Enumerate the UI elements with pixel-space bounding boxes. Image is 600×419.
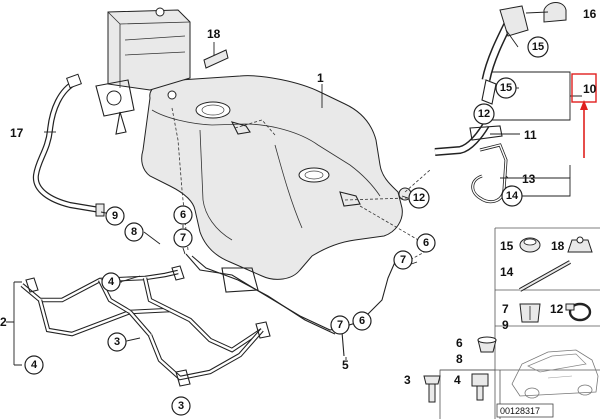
circled-labels: 9 8 6 7 4 4 3 3 7 6 7 6 12 15 15 12 14 — [24, 36, 549, 416]
legend-15: 15 — [500, 239, 514, 253]
label-10: 10 — [583, 82, 597, 96]
tank-frame — [20, 265, 271, 387]
label-14: 14 — [506, 190, 519, 202]
label-16: 16 — [583, 7, 597, 21]
label-8: 8 — [131, 226, 137, 238]
legend-14: 14 — [500, 265, 514, 279]
legend-bolt-3-icon — [423, 375, 441, 385]
parts-legend: 15 18 14 7 9 12 6 8 3 — [404, 227, 600, 419]
legend-nut-4-icon — [471, 373, 489, 387]
label-17: 17 — [10, 126, 24, 140]
label-7-left: 7 — [180, 232, 186, 244]
legend-18: 18 — [551, 239, 565, 253]
label-4-top: 4 — [108, 276, 115, 288]
label-11: 11 — [524, 128, 537, 142]
label-3-bottom: 3 — [178, 400, 184, 412]
legend-8: 8 — [456, 352, 463, 366]
fuel-lines — [185, 253, 396, 357]
pad-part-18 — [203, 49, 229, 69]
legend-hose-clamp-12-icon — [568, 302, 592, 322]
charcoal-canister — [95, 7, 191, 135]
label-13: 13 — [522, 172, 536, 186]
label-6-left: 6 — [180, 209, 186, 221]
fuel-tank — [141, 75, 403, 280]
label-9: 9 — [112, 210, 118, 222]
legend-12: 12 — [550, 302, 564, 316]
label-3-middle: 3 — [114, 336, 120, 348]
highlight-arrow — [571, 73, 597, 158]
label-15-top: 15 — [532, 41, 544, 53]
label-7-right: 7 — [400, 254, 406, 266]
legend-9: 9 — [502, 318, 509, 332]
diagram-reference-number: 00128317 — [500, 406, 540, 416]
label-1: 1 — [317, 71, 324, 85]
label-15-middle: 15 — [500, 82, 512, 94]
breather-hose — [32, 73, 105, 217]
label-6-bottom: 6 — [359, 315, 365, 327]
label-2: 2 — [0, 315, 7, 329]
vehicle-silhouette — [511, 349, 599, 399]
legend-3: 3 — [404, 373, 411, 387]
label-18: 18 — [207, 27, 221, 41]
legend-4: 4 — [454, 373, 461, 387]
legend-7: 7 — [502, 302, 509, 316]
highlight-box — [571, 73, 597, 103]
label-7-bottom: 7 — [337, 319, 343, 331]
label-12-tank: 12 — [413, 192, 425, 204]
legend-6: 6 — [456, 336, 463, 350]
label-4-bottom: 4 — [31, 359, 38, 371]
label-12-filler: 12 — [478, 108, 490, 120]
label-5: 5 — [342, 358, 349, 372]
label-6-right: 6 — [423, 237, 429, 249]
filler-neck — [398, 2, 567, 204]
part-labels: 1 18 17 2 5 10 11 13 16 — [0, 7, 597, 372]
